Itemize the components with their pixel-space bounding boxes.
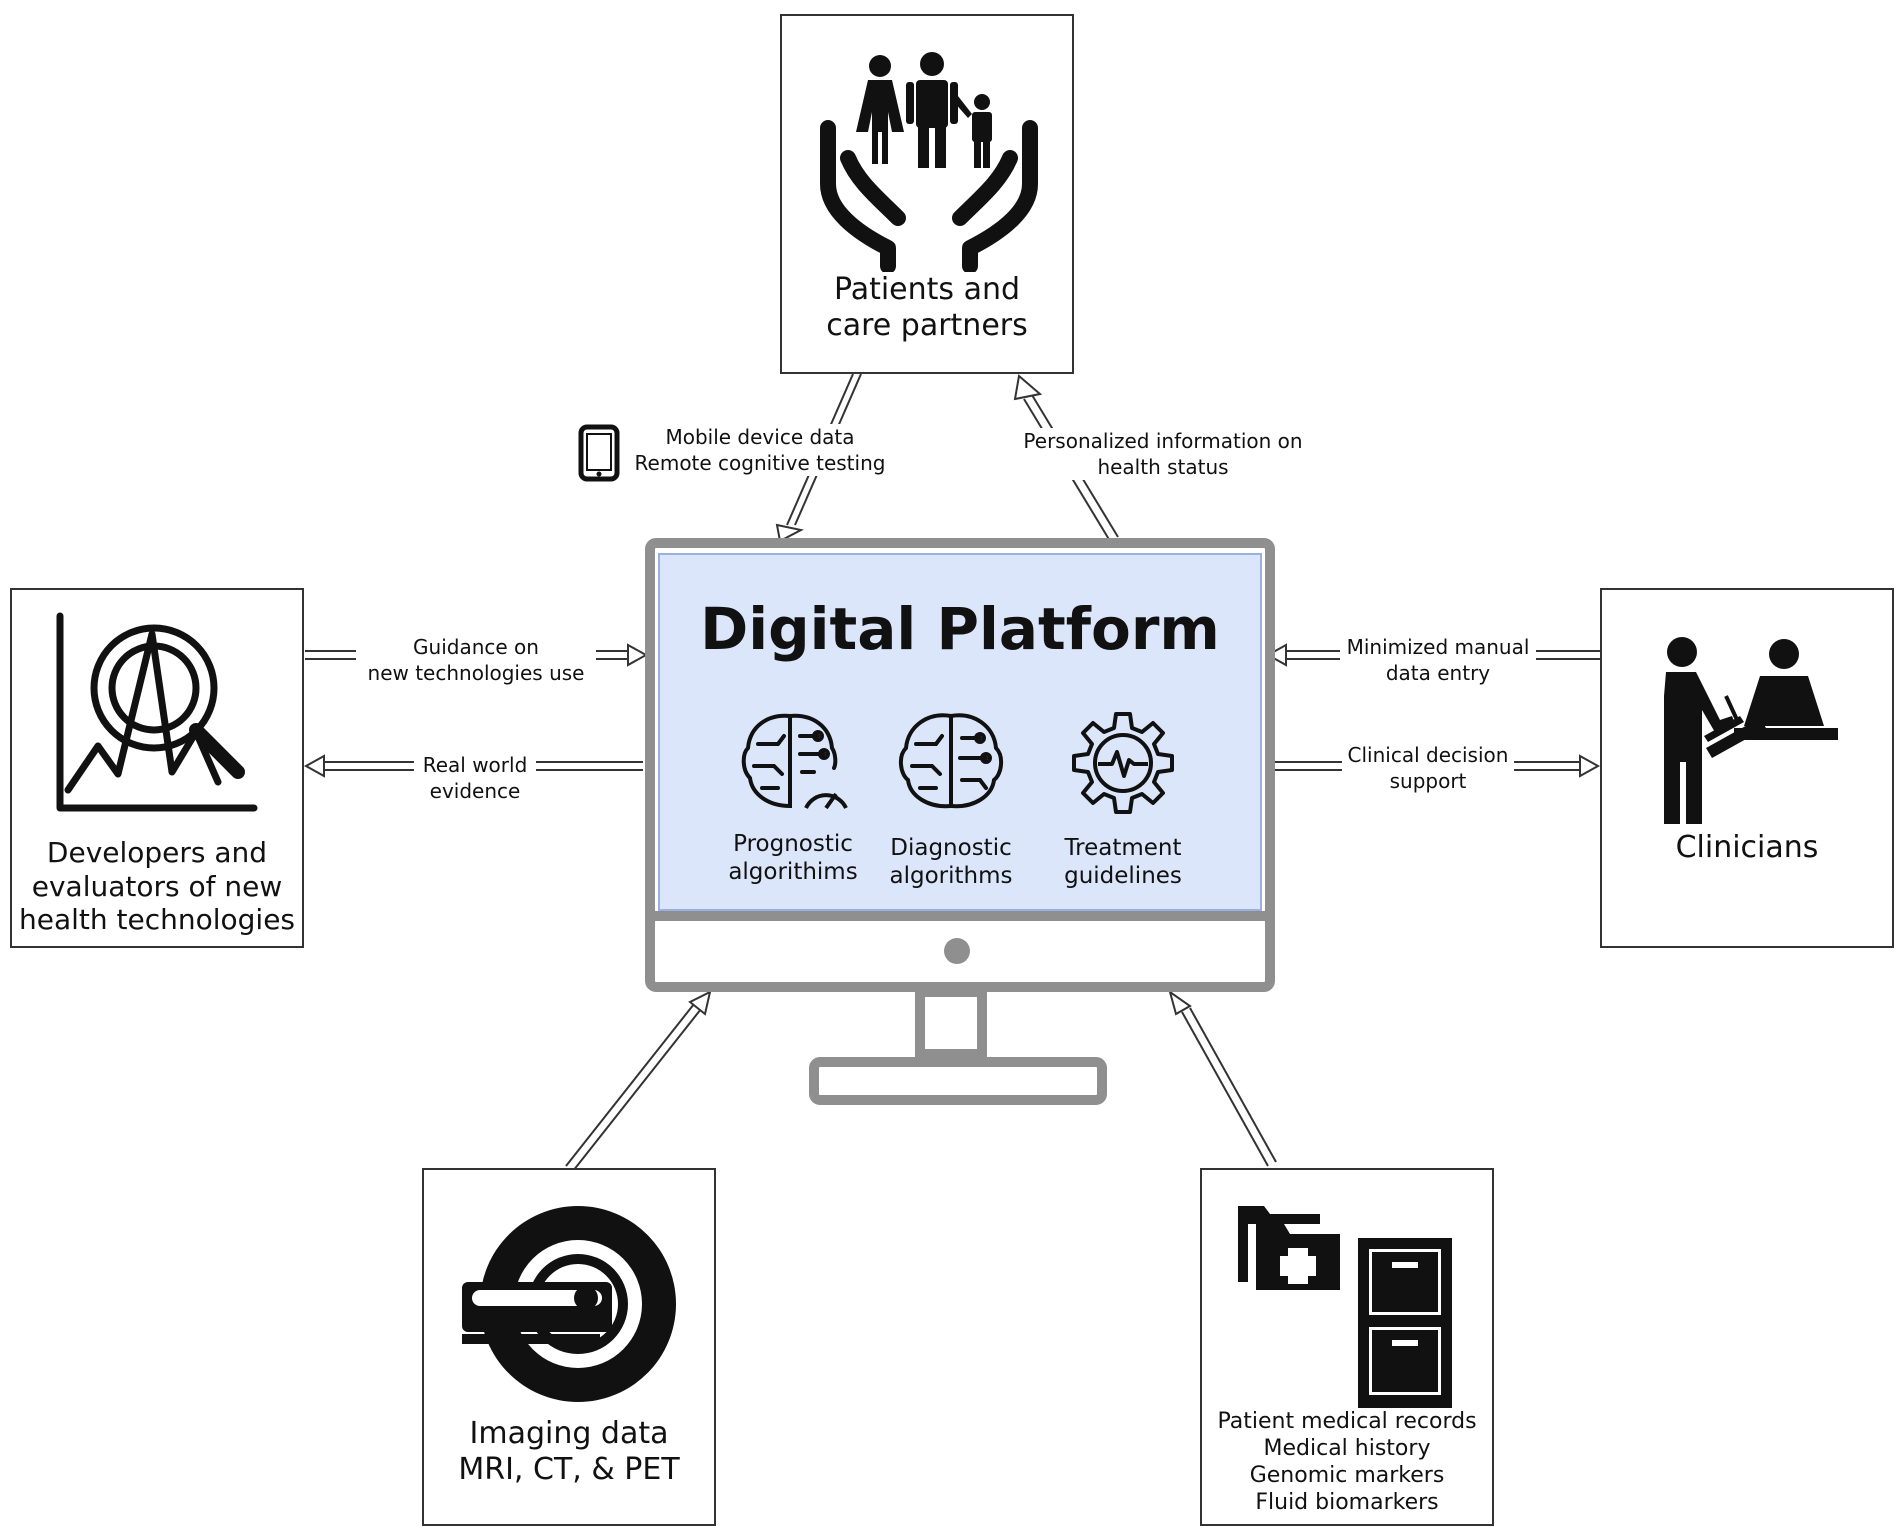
module-label-treatment: Treatment guidelines <box>1064 835 1182 889</box>
patients-label: Patients and care partners <box>826 272 1028 343</box>
module-label-diagnostic: Diagnostic algorithms <box>889 835 1013 889</box>
platform-title: Digital Platform <box>700 595 1220 663</box>
folders-cabinet-icon <box>1238 1206 1452 1408</box>
family-hands-icon <box>820 52 1038 272</box>
brain-circuit-icon <box>899 713 1003 809</box>
arrow-imaging-data <box>565 990 712 1172</box>
minimized-entry-label: Minimized manual data entry <box>1340 634 1536 686</box>
mri-scanner-icon <box>462 1206 676 1402</box>
decision-support-label: Clinical decision support <box>1342 742 1514 794</box>
guidance-label: Guidance on new technologies use <box>356 634 596 686</box>
imaging-label: Imaging data MRI, CT, & PET <box>458 1416 680 1487</box>
gear-pulse-icon <box>1072 712 1174 814</box>
brain-gauge-icon <box>741 713 848 810</box>
smartphone-icon <box>578 424 620 482</box>
arrow-records-data <box>1168 989 1277 1167</box>
doctor-patient-icon <box>1664 637 1838 824</box>
clinicians-node <box>1600 588 1894 948</box>
personalized-info-label: Personalized information on health statu… <box>1008 428 1318 480</box>
clinicians-label: Clinicians <box>1675 830 1819 865</box>
mobile-data-label: Mobile device data Remote cognitive test… <box>620 424 900 476</box>
developers-label: Developers and evaluators of new health … <box>18 836 296 937</box>
module-label-prognostic: Prognostic algorithims <box>728 831 858 885</box>
real-world-evidence-label: Real world evidence <box>414 752 536 804</box>
records-label: Patient medical records Medical history … <box>1217 1409 1477 1515</box>
analytics-magnifier-icon <box>56 612 258 812</box>
